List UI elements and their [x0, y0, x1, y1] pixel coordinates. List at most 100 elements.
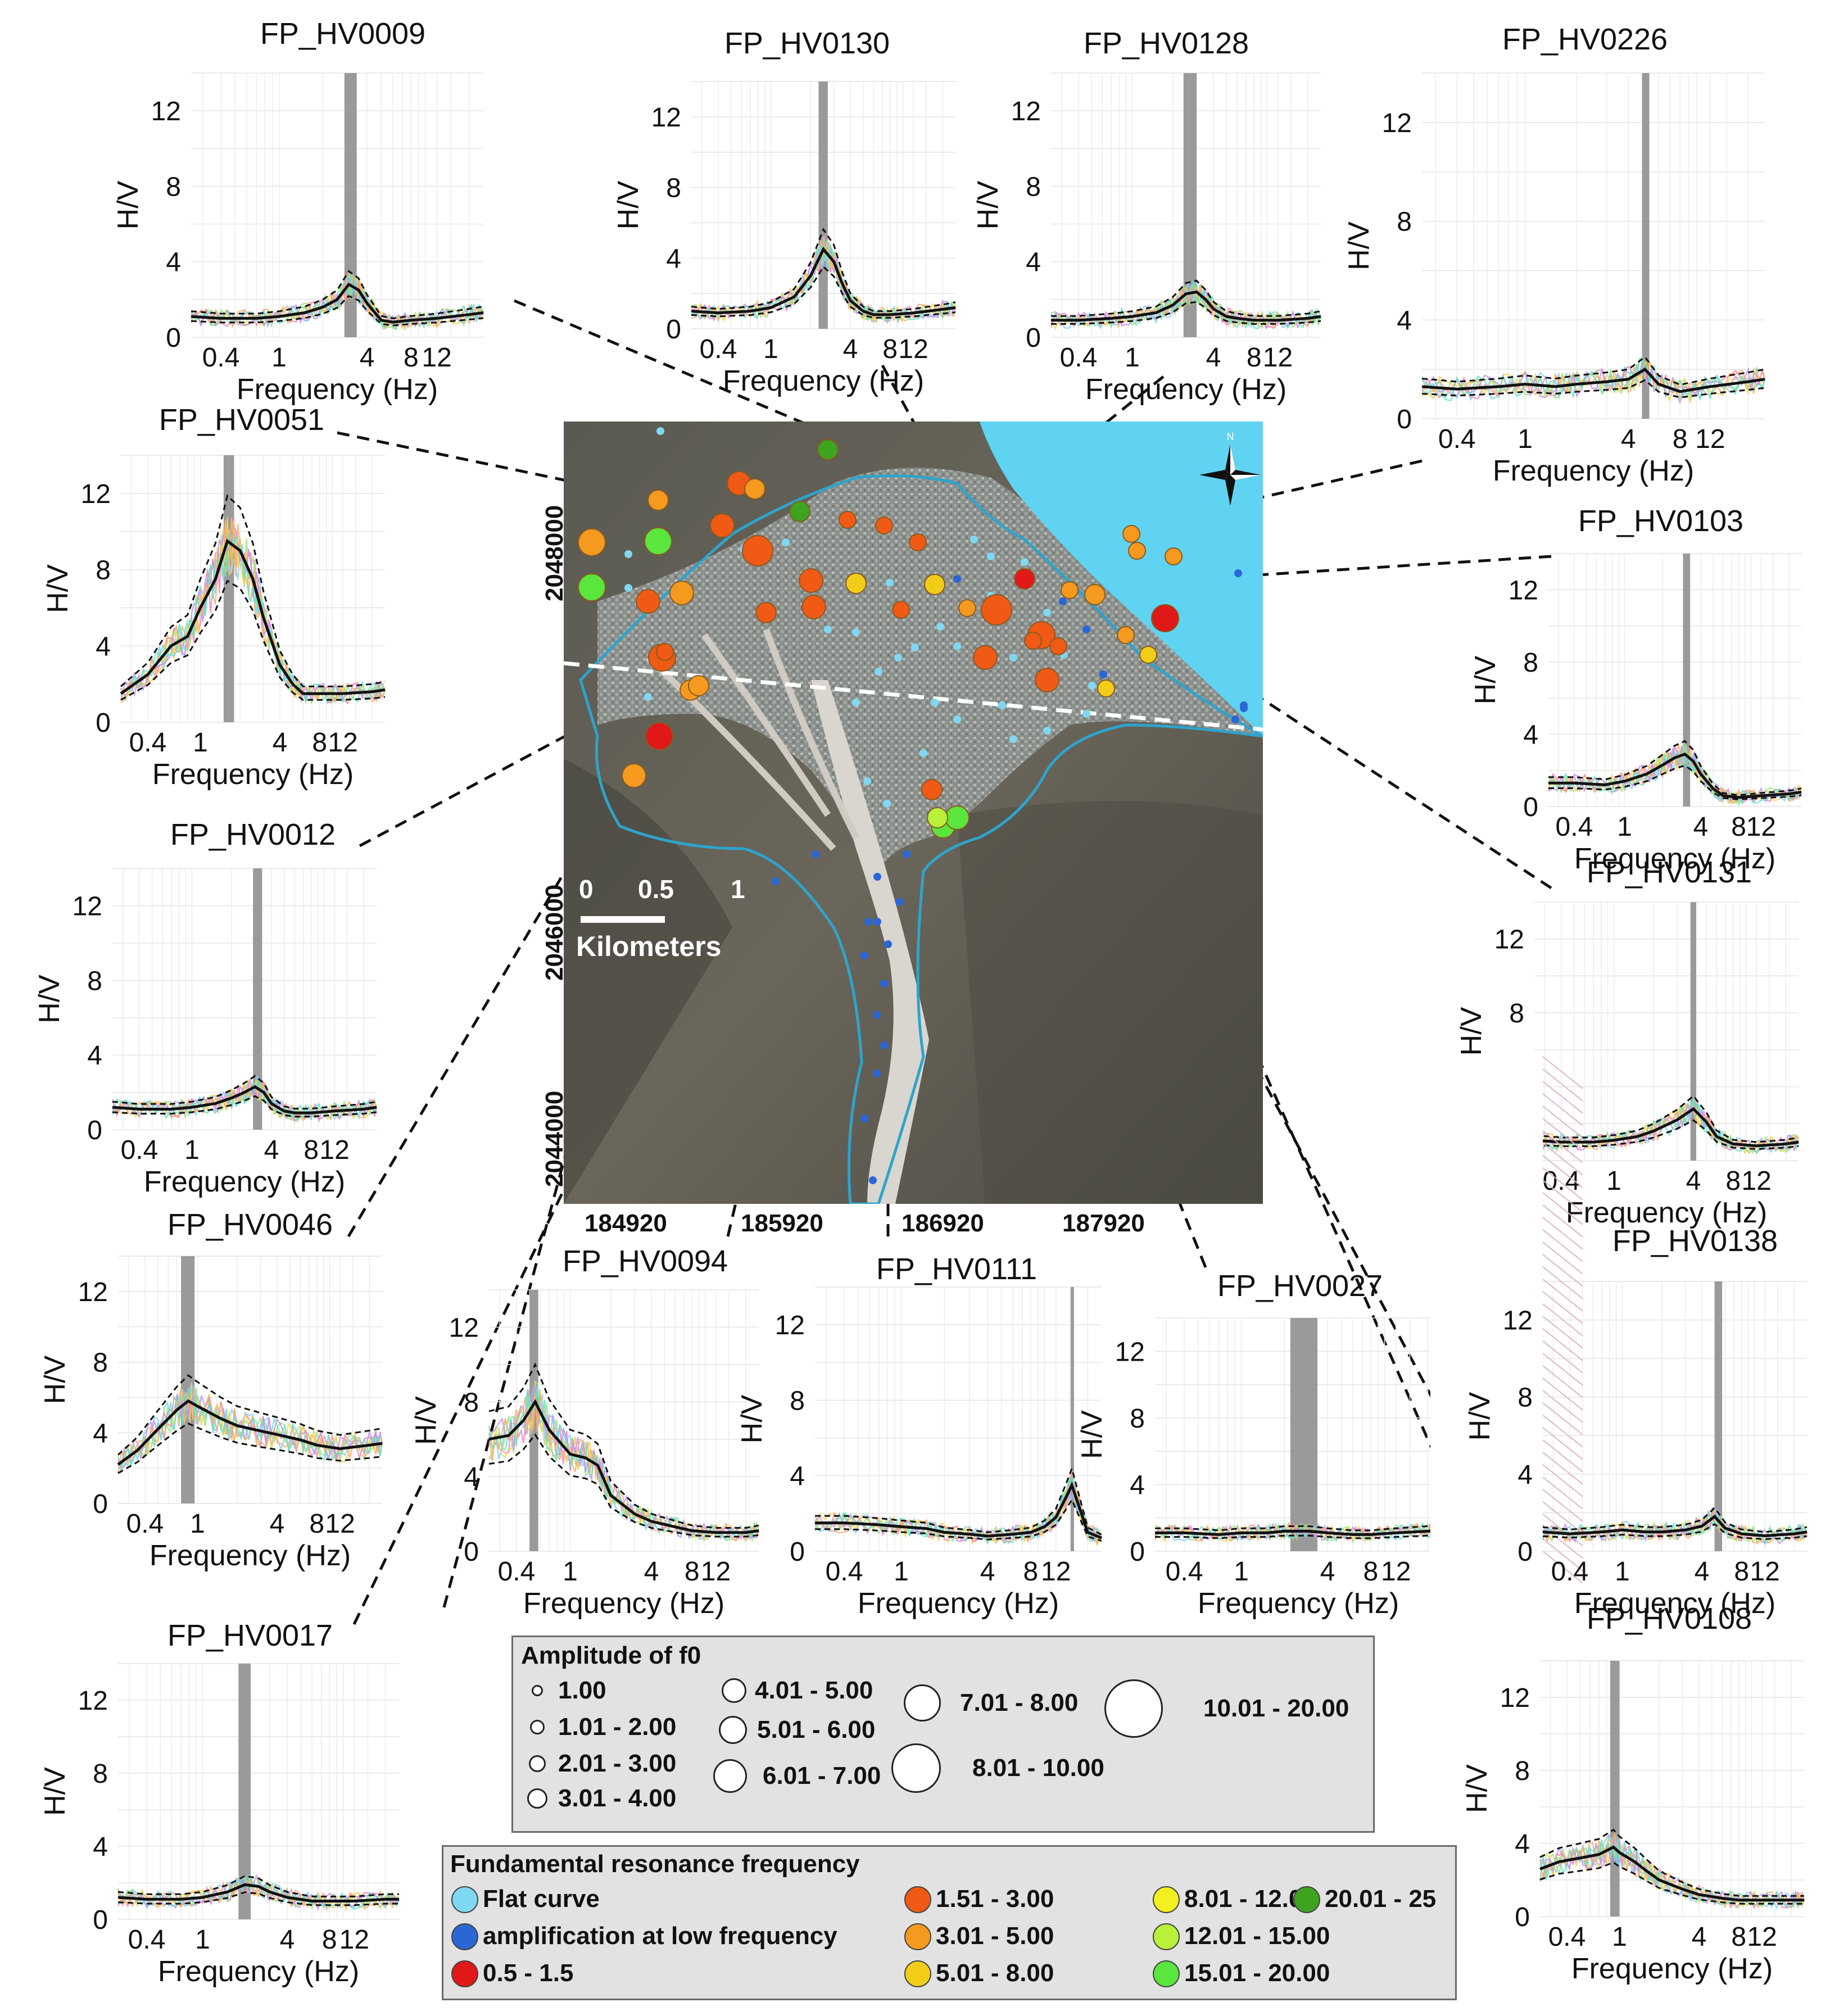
station-marker [987, 552, 995, 560]
mountain-shading [564, 759, 732, 1204]
y-axis-label: H/V [42, 564, 74, 613]
hatch-mark [1542, 1365, 1583, 1398]
y-tick-label: 4 [1523, 720, 1538, 750]
std-curve [488, 1433, 759, 1538]
x-tick-label: 1 [1125, 343, 1140, 373]
station-marker [953, 575, 961, 583]
y-tick-label: 8 [93, 1759, 108, 1789]
station-marker [875, 517, 893, 534]
std-curve [815, 1466, 1102, 1535]
window-curve [1539, 1832, 1805, 1909]
hatch-mark [1542, 1254, 1583, 1287]
y-tick-label: 12 [81, 479, 111, 509]
station-marker [1097, 679, 1115, 697]
f0-band [1714, 1281, 1723, 1551]
f0-band [818, 81, 828, 329]
y-tick-label: 0 [1026, 323, 1041, 353]
frequency-label: 0.5 - 1.5 [483, 1959, 574, 1987]
y-tick-label: 8 [1523, 648, 1538, 678]
x-tick-label: 4 [1692, 1922, 1707, 1952]
station-marker [624, 584, 632, 592]
amplitude-symbol [713, 1759, 747, 1793]
y-tick-label: 4 [1130, 1470, 1145, 1500]
y-tick-label: 8 [87, 966, 102, 996]
x-tick-label: 12 [1741, 1166, 1771, 1196]
y-tick-label: 8 [1026, 172, 1041, 202]
station-marker [880, 980, 888, 987]
frequency-label: 12.01 - 15.00 [1184, 1922, 1330, 1950]
riverbed [811, 680, 929, 1204]
y-tick-label: 12 [1382, 108, 1412, 138]
mean-curve [1155, 1528, 1442, 1536]
y-axis-label: H/V [1455, 1007, 1488, 1055]
y-tick-label: 4 [790, 1462, 805, 1492]
x-axis-label: Frequency (Hz) [1571, 1952, 1773, 1985]
station-marker [1128, 542, 1146, 560]
window-curve [1421, 359, 1766, 401]
std-curve [1155, 1523, 1442, 1532]
x-axis-label: Frequency (Hz) [1566, 1197, 1767, 1229]
station-marker [817, 439, 839, 460]
chart-title: FP_HV0108 [1587, 1602, 1752, 1636]
station-marker [1139, 646, 1157, 664]
amplitude-symbol [891, 1743, 941, 1793]
mean-curve [1051, 290, 1321, 322]
station-marker [860, 1115, 868, 1122]
amplitude-label: 6.01 - 7.00 [763, 1762, 881, 1790]
window-curve [488, 1389, 760, 1542]
window-curve [120, 517, 386, 705]
x-axis-label: Frequency (Hz) [1085, 373, 1287, 406]
std-curve [1421, 379, 1765, 398]
frequency-swatch [1293, 1886, 1320, 1913]
x-tick-label: 0.4 [1551, 1557, 1589, 1587]
station-marker [782, 538, 790, 546]
station-marker [873, 918, 881, 926]
chart-title: FP_HV0094 [563, 1244, 728, 1278]
scale-label-0: 0 [579, 875, 594, 904]
station-marker [799, 568, 823, 593]
hatch-mark [1542, 1167, 1583, 1200]
station-marker [1234, 569, 1242, 577]
y-tick-label: 0 [790, 1537, 805, 1567]
x-tick-label: 0.4 [1548, 1922, 1586, 1952]
station-marker [1009, 735, 1017, 743]
frequency-swatch [904, 1960, 931, 1987]
y-axis-label: H/V [1469, 655, 1502, 704]
hatch-mark [1542, 1390, 1583, 1423]
station-marker [578, 528, 606, 556]
std-curve [117, 1891, 399, 1906]
window-curve [120, 532, 386, 704]
station-marker [852, 628, 860, 636]
x-tick-label: 0.4 [700, 334, 737, 364]
mean-curve [691, 247, 956, 316]
x-tick-label: 8 [312, 728, 327, 758]
x-tick-label: 0.4 [202, 343, 240, 373]
x-tick-label: 1 [1612, 1922, 1627, 1952]
f0-band [344, 73, 357, 337]
y-tick-label: 4 [87, 1041, 102, 1071]
leader-line [514, 299, 934, 479]
frequency-swatch [451, 1923, 478, 1950]
std-curve [191, 295, 484, 327]
frequency-legend: Fundamental resonance frequency Flat cur… [442, 1845, 1457, 2000]
y-axis-label: H/V [1076, 1410, 1108, 1459]
std-curve [1542, 1523, 1808, 1541]
chart-title: FP_HV0009 [260, 17, 425, 51]
y-tick-label: 8 [1397, 207, 1412, 237]
y-tick-label: 4 [93, 1832, 108, 1862]
station-marker [647, 490, 669, 511]
y-axis-label: H/V [736, 1394, 768, 1443]
chart-title: FP_HV0226 [1502, 22, 1668, 56]
station-marker [921, 779, 943, 800]
y-tick-label: 12 [1509, 576, 1538, 605]
y-axis-label: H/V [1461, 1764, 1493, 1813]
y-axis-label: H/V [410, 1396, 442, 1445]
station-marker [894, 654, 902, 662]
x-tick-label: 8 [685, 1557, 700, 1587]
window-curve [112, 1082, 378, 1121]
x-tick-label: 12 [701, 1557, 731, 1587]
x-tick-label: 1 [1234, 1557, 1249, 1587]
station-marker [1082, 710, 1090, 718]
hatch-mark [1542, 1217, 1583, 1250]
